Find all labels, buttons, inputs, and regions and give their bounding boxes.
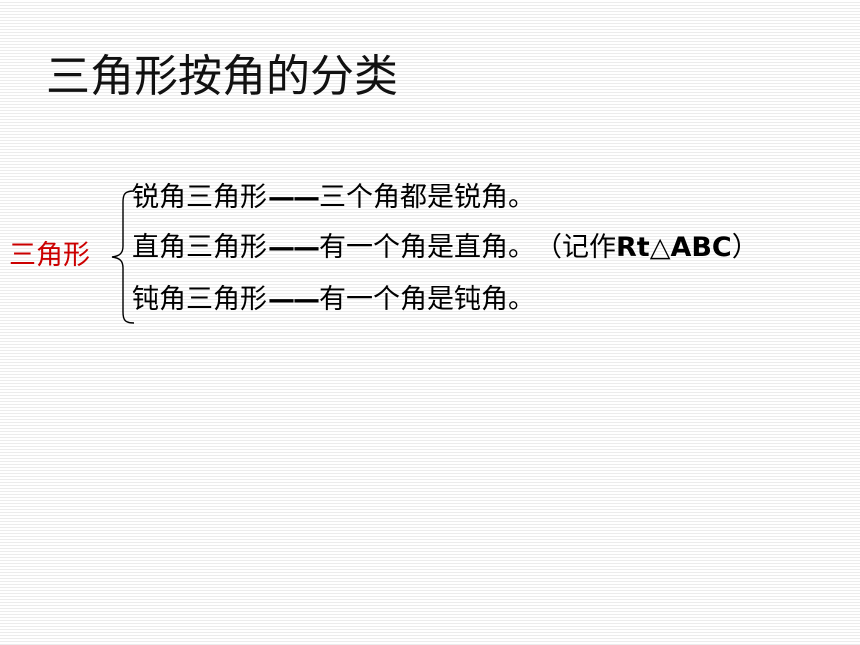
slide-title: 三角形按角的分类 <box>46 51 398 102</box>
note-symbol: Rt△ABC <box>616 232 732 263</box>
row-dash: —— <box>268 182 320 213</box>
row-note: （记作Rt△ABC） <box>535 230 759 266</box>
row-definition: 有一个角是钝角。 <box>319 284 535 315</box>
note-prefix: （记作 <box>535 232 616 263</box>
curly-brace-icon <box>111 190 135 324</box>
classification-row-right: 直角三角形 —— 有一个角是直角。 （记作Rt△ABC） <box>132 230 759 266</box>
row-term: 直角三角形 <box>132 232 267 263</box>
row-definition: 有一个角是直角。 <box>319 232 535 263</box>
classification-row-acute: 锐角三角形 —— 三个角都是锐角。 <box>132 180 535 216</box>
row-dash: —— <box>268 284 320 315</box>
row-term: 锐角三角形 <box>132 182 267 213</box>
note-suffix: ） <box>731 232 759 263</box>
row-dash: —— <box>268 232 320 263</box>
classification-row-obtuse: 钝角三角形 —— 有一个角是钝角。 <box>132 282 535 318</box>
row-term: 钝角三角形 <box>132 284 267 315</box>
category-label: 三角形 <box>9 240 90 271</box>
row-definition: 三个角都是锐角。 <box>319 182 535 213</box>
